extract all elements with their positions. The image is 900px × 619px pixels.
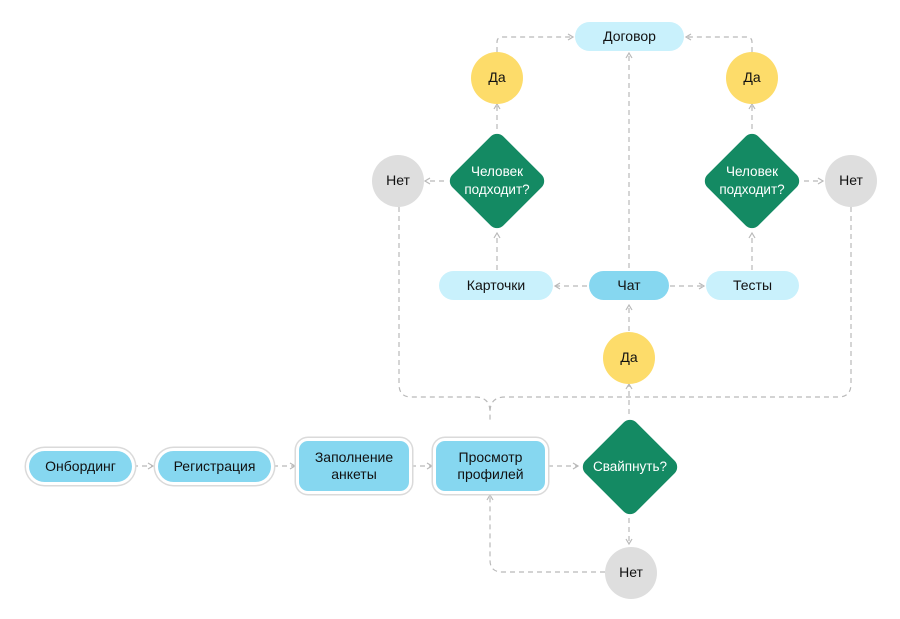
arrow-yes-left-contract (496, 33, 575, 52)
fit-right-label: Человек подходит? (719, 164, 785, 197)
swipe-no-node: Нет (605, 547, 657, 599)
profiles-label: Просмотр профилей (457, 448, 524, 483)
left-yes-node: Да (471, 52, 523, 104)
fit-left-label: Человек подходит? (464, 164, 530, 197)
right-no-node: Нет (825, 155, 877, 207)
left-no-label: Нет (386, 172, 410, 189)
registration-label: Регистрация (173, 457, 256, 474)
questionnaire-label: Заполнение анкеты (314, 448, 394, 483)
fit-left-decision: Человек подходит? (446, 130, 548, 232)
tests-node: Тесты (706, 271, 799, 300)
left-no-node: Нет (372, 155, 424, 207)
swipe-decision: Свайпнуть? (579, 416, 681, 518)
fit-right-decision: Человек подходит? (701, 130, 803, 232)
onboarding-label: Онбординг (45, 457, 116, 474)
contract-node: Договор (575, 22, 684, 51)
chat-node: Чат (589, 271, 669, 300)
swipe-decision-label: Свайпнуть? (592, 459, 668, 475)
profiles-node: Просмотр профилей (436, 441, 545, 491)
arrow-yes-right-contract (684, 33, 753, 52)
tests-label: Тесты (732, 276, 773, 293)
swipe-yes-node: Да (603, 332, 655, 384)
contract-label: Договор (603, 27, 656, 44)
cards-label: Карточки (466, 276, 526, 293)
onboarding-node: Онбординг (29, 451, 132, 482)
chat-label: Чат (617, 276, 641, 293)
registration-node: Регистрация (158, 451, 271, 482)
right-yes-label: Да (743, 69, 761, 86)
right-no-label: Нет (839, 172, 863, 189)
arrow-left-no-profiles (398, 207, 491, 420)
cards-node: Карточки (439, 271, 553, 300)
swipe-yes-label: Да (620, 349, 638, 366)
arrow-no-profiles (486, 493, 605, 573)
right-yes-node: Да (726, 52, 778, 104)
swipe-no-label: Нет (619, 564, 643, 581)
arrow-right-no-profiles (489, 207, 852, 413)
questionnaire-node: Заполнение анкеты (299, 441, 409, 491)
left-yes-label: Да (488, 69, 506, 86)
